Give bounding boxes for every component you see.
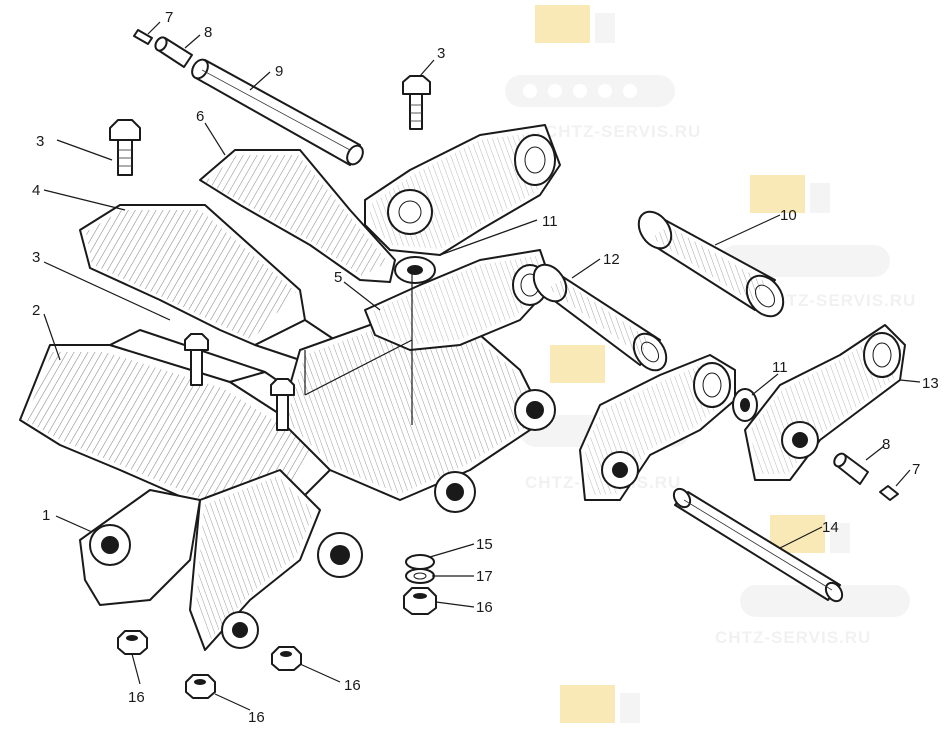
watermark-text: CHTZ-SERVIS.RU [715,628,871,647]
part-3-bolt-right [402,75,431,130]
part-3-bolt-shoe-a [184,333,209,386]
watermark-logo [505,5,675,107]
right-link-left [579,354,736,501]
callout-3: 3 [32,249,40,266]
callout-11: 11 [542,213,558,230]
part-16-nut [271,646,302,671]
callout-16: 16 [476,599,493,616]
callout-8: 8 [204,24,212,41]
part-6-shoe-segment [199,149,396,283]
part-8-bushing-top [154,36,193,68]
part-13-link [744,324,906,481]
callout-12: 12 [603,251,620,268]
part-3-bolt-left [109,119,141,176]
part-4-track-shoe-upper [79,204,336,361]
callout-16: 16 [128,689,145,706]
callout-16: 16 [248,709,265,726]
callout-17: 17 [476,568,493,585]
callout-labels: 7 8 9 3 3 6 4 11 10 3 12 5 2 11 13 8 7 1… [32,9,939,726]
watermark-text: CHTZ-SERVIS.RU [760,291,916,310]
watermark-text: CHTZ-SERVIS.RU [545,122,701,141]
part-10-bushing [637,210,785,318]
callout-1: 1 [42,507,50,524]
part-8-bushing-right [833,452,869,485]
callout-2: 2 [32,302,40,319]
part-9-pin [191,58,364,166]
part-14-pin [672,487,844,603]
callout-5: 5 [334,269,342,286]
watermark-logos: CHTZ-SERVIS.RU CHTZ-SERVIS.RU CHTZ-SERVI… [505,5,916,723]
callout-4: 4 [32,182,40,199]
part-7-stud-top [133,29,153,45]
watermark-logo [560,685,640,723]
link-chain-assembly [79,299,556,651]
callout-16: 16 [344,677,361,694]
part-3-bolt-shoe-b [270,378,295,431]
callout-10: 10 [780,207,797,224]
part-16-nut [185,674,216,699]
part-15-washer [405,554,435,570]
callout-3: 3 [36,133,44,150]
watermark-logo [720,175,890,277]
part-17-spring-washer [405,568,435,584]
callout-3: 3 [437,45,445,62]
leader-lines [43,21,921,711]
callout-7: 7 [912,461,920,478]
callout-11: 11 [772,359,788,376]
callout-7: 7 [165,9,173,26]
part-16-nut [117,630,148,655]
assembly-lines [304,270,413,425]
part-7-stud-right [879,485,899,501]
part-12-bushing [532,263,668,372]
callout-8: 8 [882,436,890,453]
part-16-nut [403,587,437,615]
callout-15: 15 [476,536,493,553]
part-5-11-upper-links [364,124,561,351]
callout-14: 14 [822,519,839,536]
callout-9: 9 [275,63,283,80]
callout-6: 6 [196,108,204,125]
part-11-washer-right [732,388,758,422]
callout-13: 13 [922,375,939,392]
